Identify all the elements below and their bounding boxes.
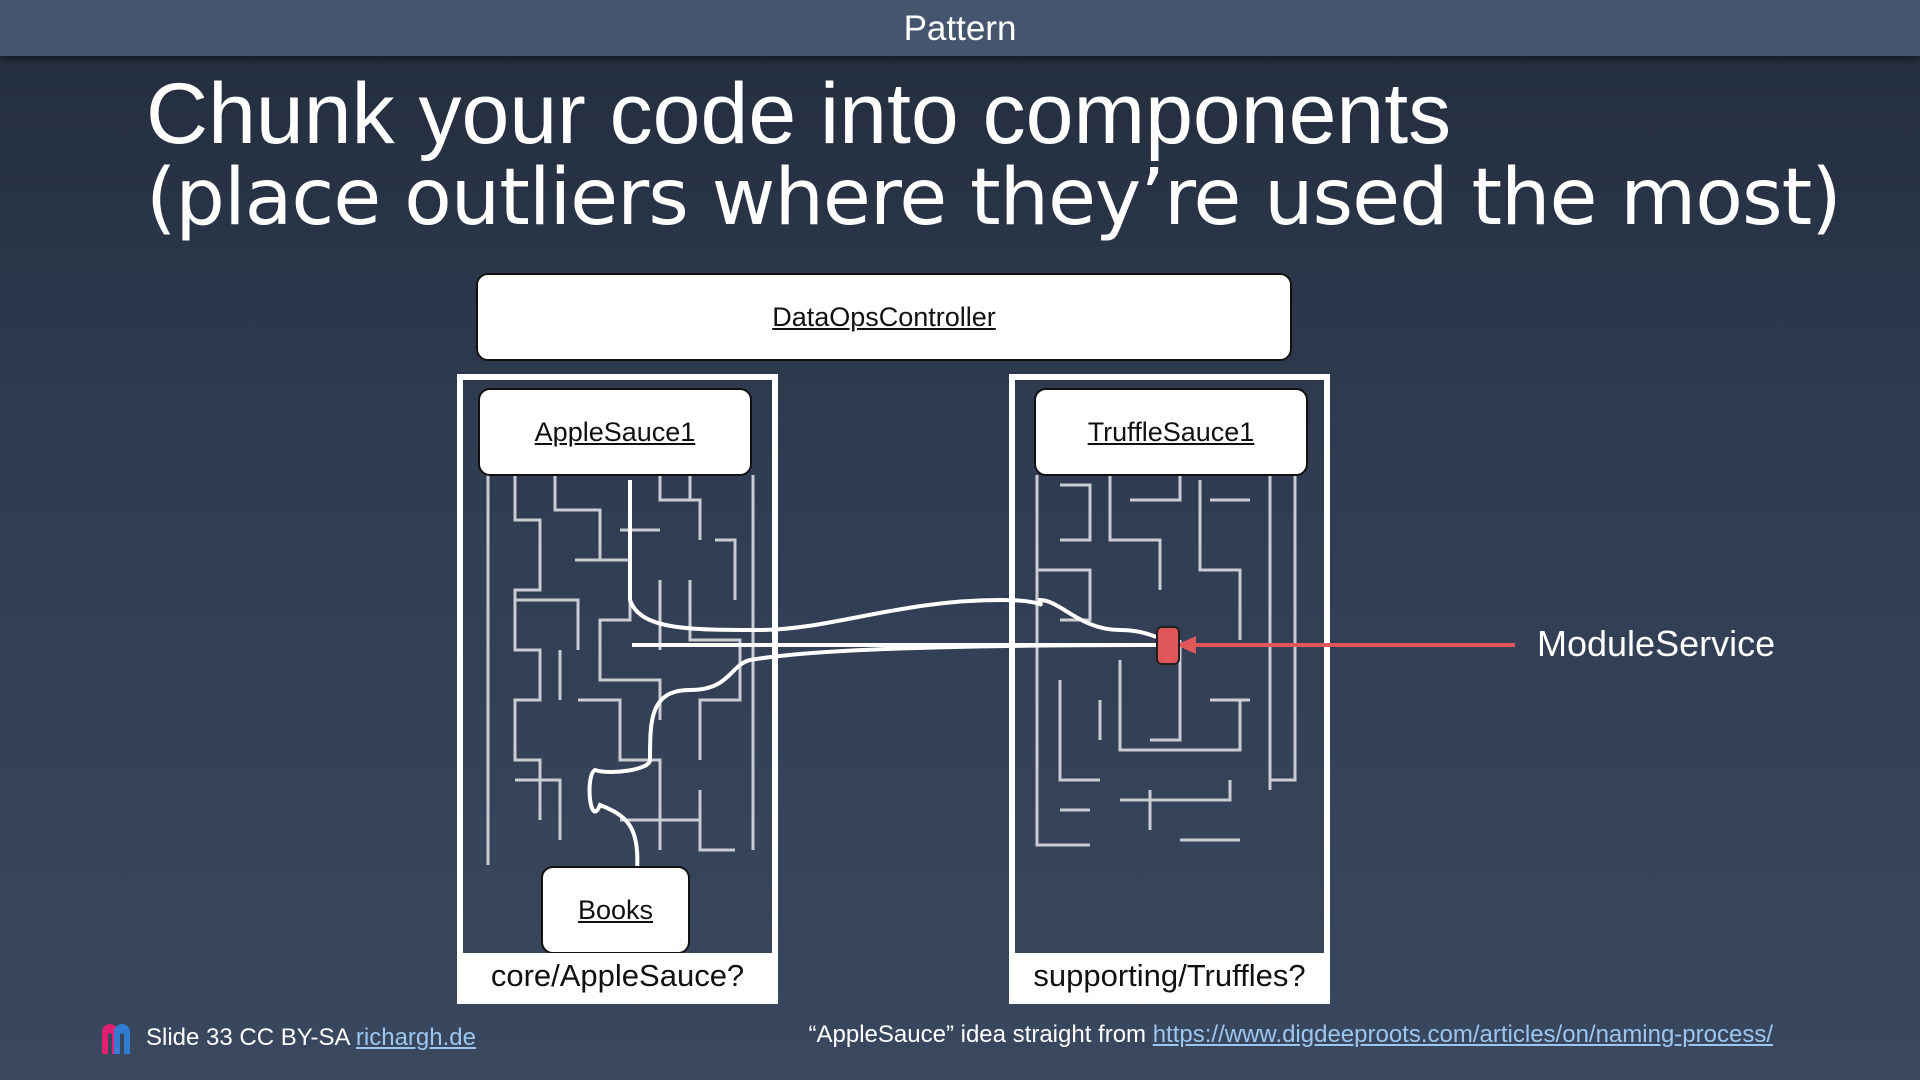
right-component-panel (1009, 374, 1330, 1004)
trufflesauce-box[interactable]: TruffleSauce1 (1034, 388, 1308, 476)
right-panel-label: supporting/Truffles? (1015, 953, 1324, 998)
footer-credit: “AppleSauce” idea straight from https://… (809, 1021, 1773, 1049)
applesauce-box[interactable]: AppleSauce1 (478, 388, 752, 476)
left-panel-label: core/AppleSauce? (463, 953, 772, 998)
slide-title: Chunk your code into components (146, 66, 1452, 162)
controller-box[interactable]: DataOpsController (476, 273, 1292, 361)
brand-logo-icon (102, 1024, 130, 1054)
module-service-label: ModuleService (1537, 623, 1776, 664)
left-maze (486, 468, 755, 865)
credit-text: “AppleSauce” idea straight from (808, 1021, 1153, 1048)
left-component-panel (457, 374, 778, 1004)
slide-info: Slide 33 CC BY-SA (146, 1024, 356, 1051)
slide-subtitle: (place outliers where they’re used the m… (146, 153, 1842, 243)
header-title: Pattern (903, 9, 1017, 48)
right-maze (1035, 475, 1297, 847)
footer-left: Slide 33 CC BY-SA richargh.de (100, 1020, 476, 1056)
header-bar: Pattern (0, 0, 1920, 56)
module-service-node (1156, 626, 1180, 665)
module-service-arrow-head (1176, 636, 1196, 654)
credit-link[interactable]: https://www.digdeeproots.com/articles/on… (1152, 1021, 1773, 1048)
site-link[interactable]: richargh.de (355, 1024, 476, 1051)
books-box[interactable]: Books (541, 866, 690, 954)
